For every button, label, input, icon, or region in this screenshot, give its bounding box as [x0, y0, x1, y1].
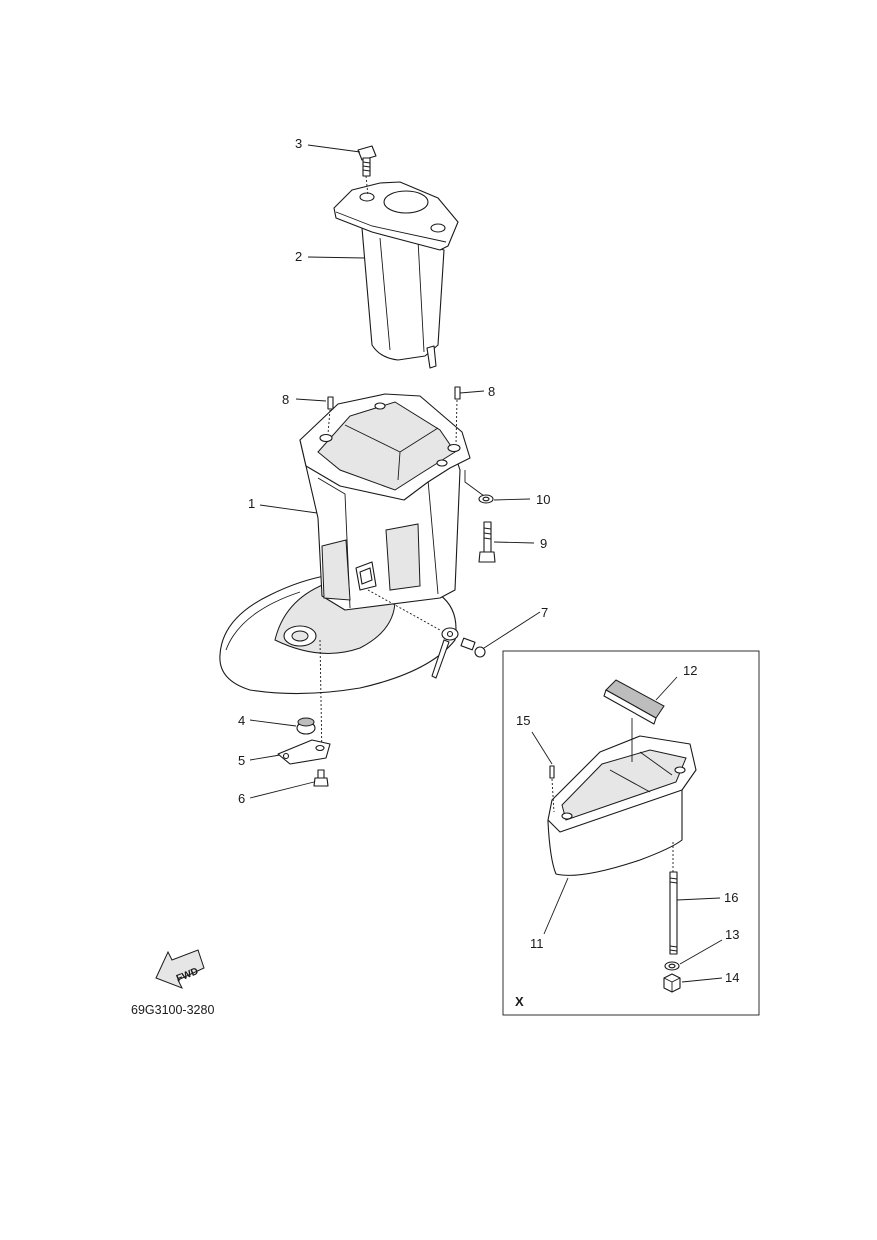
callout-2: 2: [295, 249, 302, 264]
callout-leaders: [249, 144, 723, 983]
callout-4: 4: [238, 713, 245, 728]
part-5-plate: [277, 739, 331, 765]
callout-3: 3: [295, 136, 302, 151]
part-6-bolt: [313, 769, 329, 787]
part-12-seal: [603, 679, 665, 762]
callout-8-left: 8: [282, 392, 289, 407]
callout-16: 16: [724, 890, 738, 905]
inset-label: X: [515, 994, 524, 1009]
fwd-arrow-icon: FWD: [155, 949, 205, 989]
part-3-bolt: [357, 145, 377, 197]
callout-1: 1: [248, 496, 255, 511]
part-7-screw-and-lead: [367, 589, 486, 679]
callout-9: 9: [540, 536, 547, 551]
callout-12: 12: [683, 663, 697, 678]
part-4-grommet: [296, 717, 316, 735]
inset-frame: [502, 650, 760, 1016]
part-11-spacer: [547, 735, 697, 876]
callout-10: 10: [536, 492, 550, 507]
part-10-washer: [464, 470, 494, 504]
callout-5: 5: [238, 753, 245, 768]
part-14-nut: [663, 973, 681, 993]
callout-6: 6: [238, 791, 245, 806]
part-15-dowel: [549, 765, 555, 813]
part-9-bolt: [478, 521, 496, 563]
callout-11: 11: [530, 936, 544, 951]
callout-13: 13: [725, 927, 739, 942]
drawing-code: 69G3100-3280: [131, 1003, 214, 1017]
part-13-washer: [664, 961, 680, 971]
callout-14: 14: [725, 970, 739, 985]
callout-7: 7: [541, 605, 548, 620]
part-2-exhaust-cover: [333, 181, 459, 369]
callout-8-right: 8: [488, 384, 495, 399]
part-1-upper-casing: [219, 393, 471, 695]
part-16-stud: [669, 842, 678, 955]
part-8-dowel-left: [327, 396, 334, 435]
callout-15: 15: [516, 713, 530, 728]
assembly-guide-line: [319, 639, 323, 761]
